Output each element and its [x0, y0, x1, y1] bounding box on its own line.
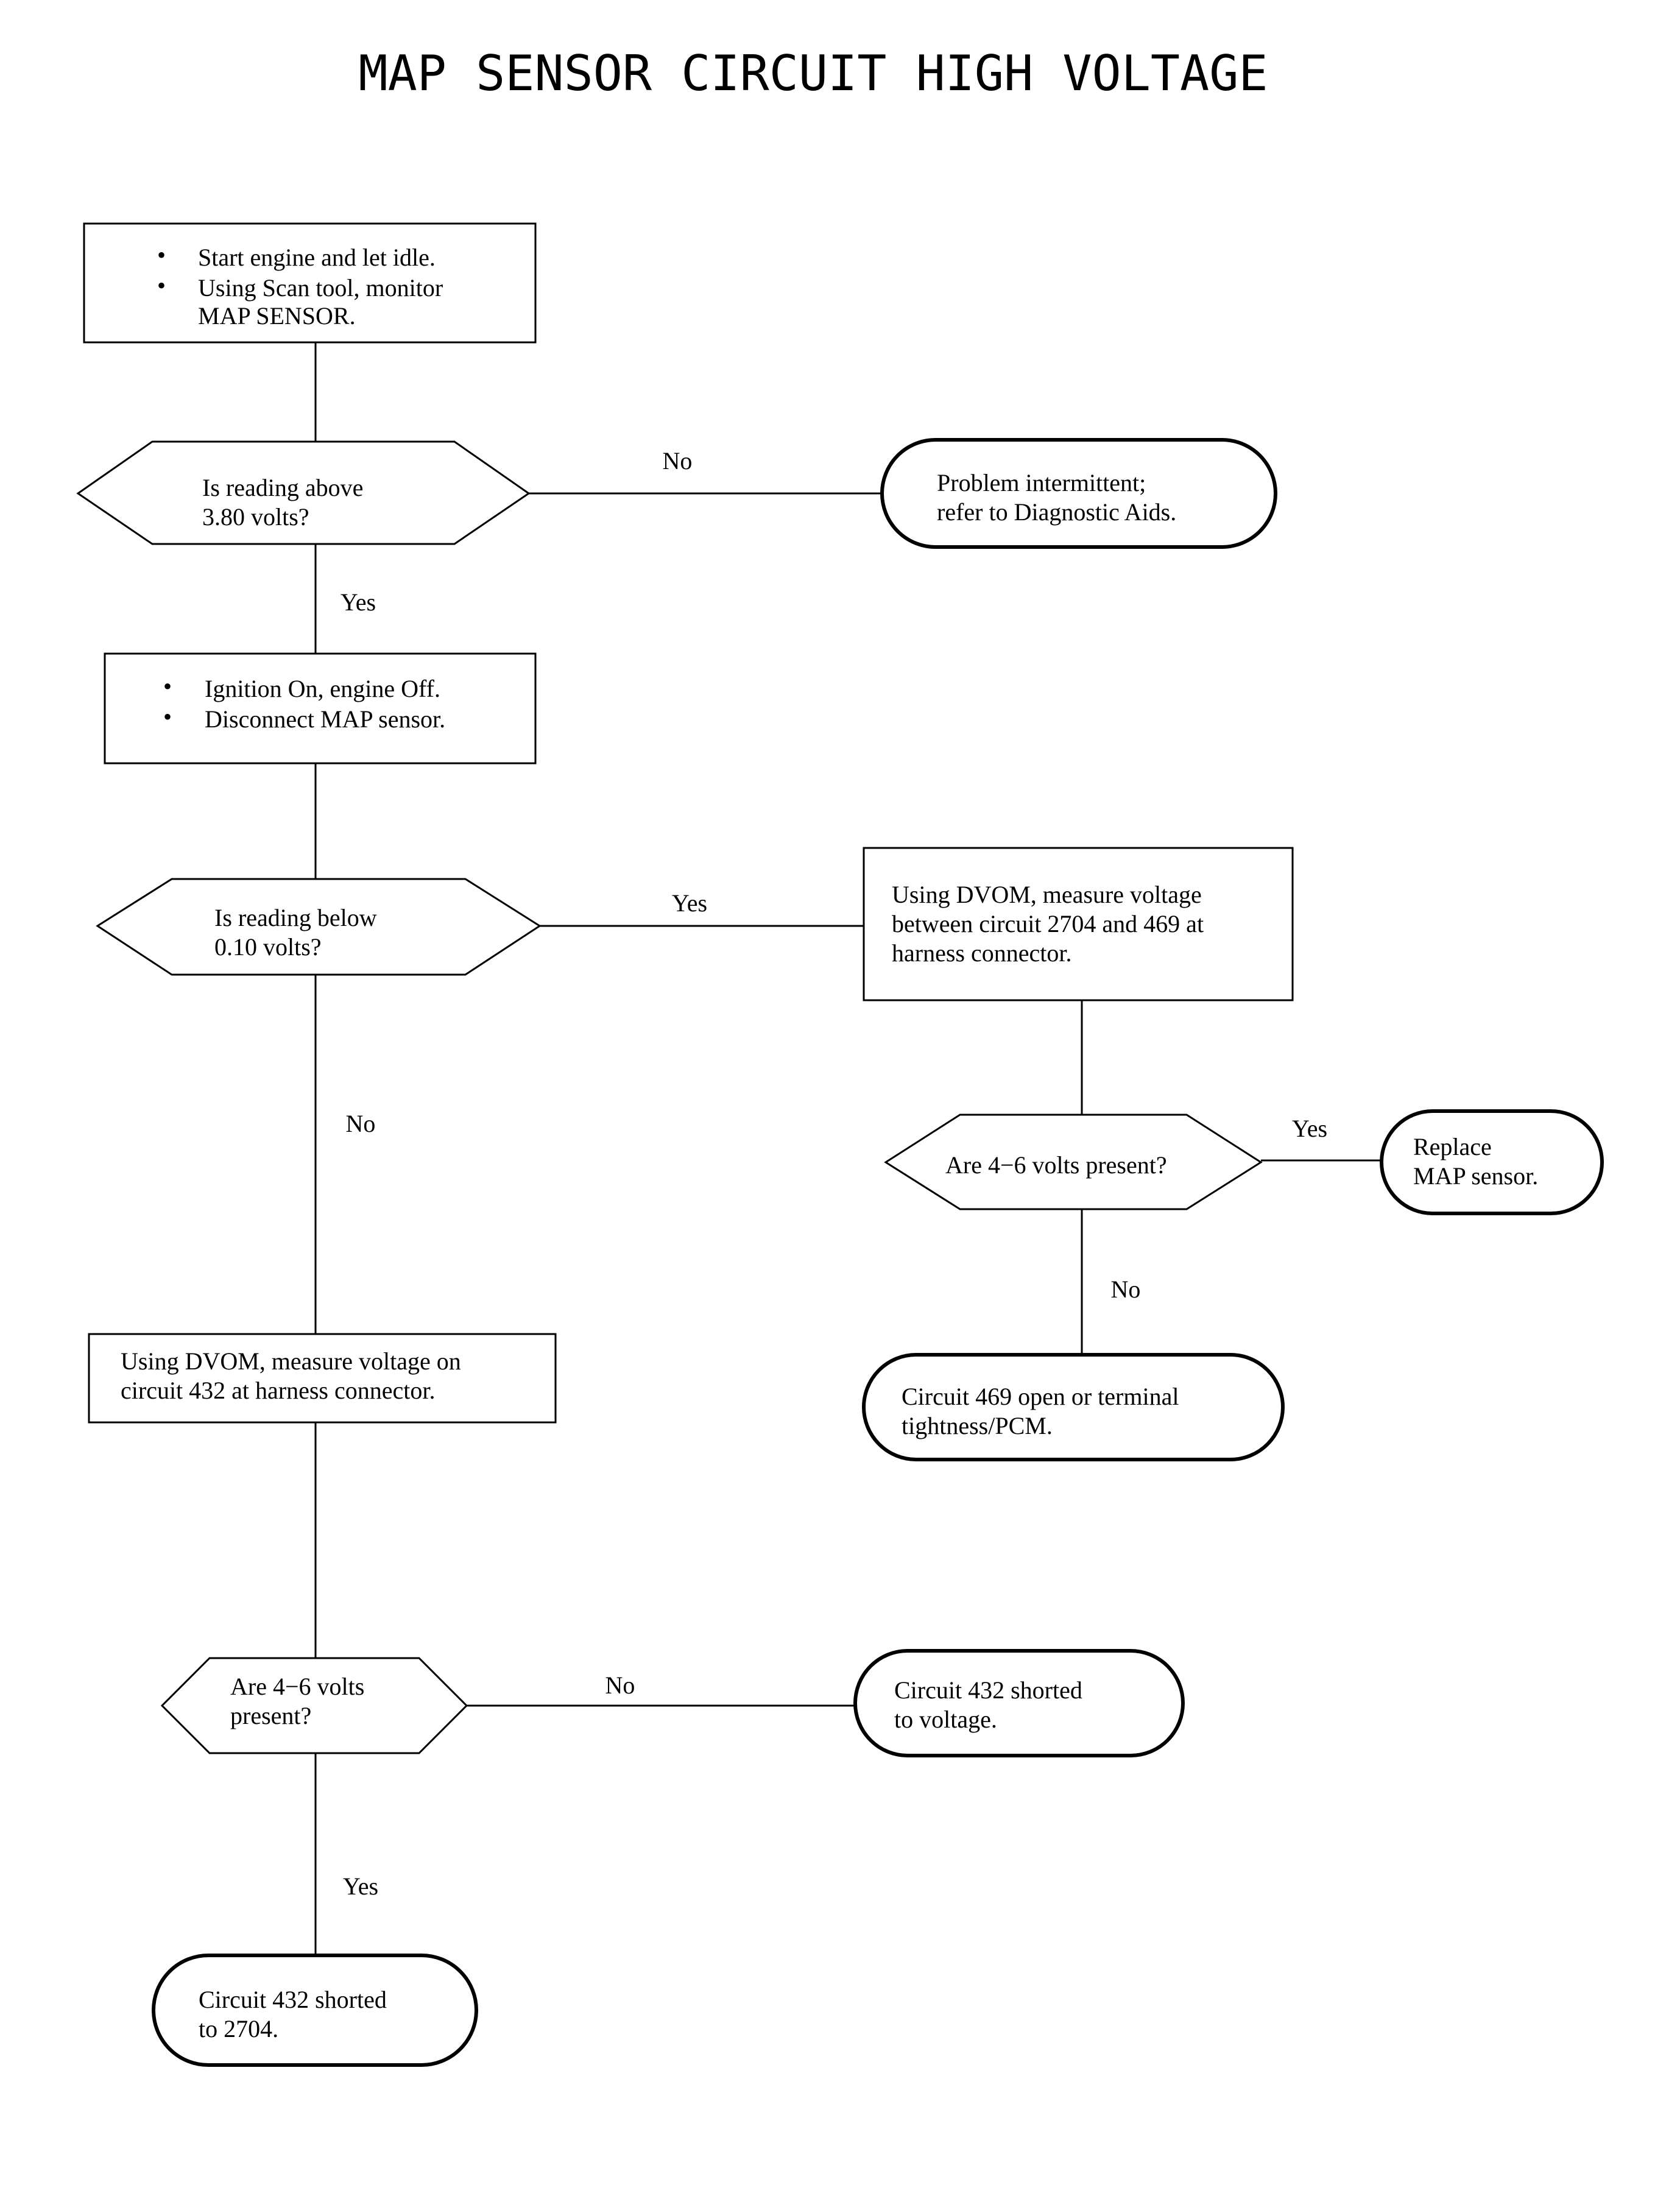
terminal-text-line: MAP sensor.	[1413, 1162, 1538, 1190]
decision-4-6-volts-present-2: Are 4−6 volts present?	[160, 1657, 468, 1754]
step-text-line: harness connector.	[892, 939, 1071, 967]
terminal-problem-intermittent: Problem intermittent; refer to Diagnosti…	[880, 438, 1277, 549]
step-text-line: between circuit 2704 and 469 at	[892, 910, 1204, 937]
step-text-line: circuit 432 at harness connector.	[121, 1377, 435, 1404]
connectors	[314, 342, 1382, 1955]
bullet-icon: •	[163, 673, 172, 700]
edge-label-d1-no: No	[663, 447, 693, 475]
bullet-icon: •	[163, 703, 172, 730]
terminal-text-line: Circuit 432 shorted	[199, 1986, 387, 2013]
terminal-text-line: to 2704.	[199, 2015, 278, 2042]
edge-label-d2-yes: Yes	[672, 889, 707, 917]
terminal-replace-map-sensor: Replace MAP sensor.	[1380, 1109, 1604, 1215]
terminal-text-line: Replace	[1413, 1133, 1492, 1160]
terminal-circuit-432-shorted-2704: Circuit 432 shorted to 2704.	[152, 1954, 478, 2067]
process-box-measure-432: Using DVOM, measure voltage on circuit 4…	[88, 1333, 557, 1424]
terminal-text-line: Circuit 469 open or terminal	[902, 1383, 1179, 1410]
step-bullet-text: Using Scan tool, monitor	[198, 274, 443, 302]
decision-text-line: 3.80 volts?	[202, 503, 309, 531]
step-text-line: Using DVOM, measure voltage on	[121, 1347, 461, 1375]
step-bullet-text: Disconnect MAP sensor.	[205, 705, 445, 733]
edge-label-d4-yes: Yes	[343, 1873, 378, 1900]
step-bullet-continuation: MAP SENSOR.	[198, 302, 356, 330]
edge-label-d3-yes: Yes	[1292, 1115, 1327, 1142]
decision-reading-below: Is reading below 0.10 volts?	[96, 878, 542, 976]
step-text-line: Using DVOM, measure voltage	[892, 881, 1202, 908]
edge-label-d1-yes: Yes	[341, 588, 376, 616]
terminal-text-line: refer to Diagnostic Aids.	[937, 498, 1176, 526]
process-box-start-engine: • Start engine and let idle. • Using Sca…	[83, 222, 537, 344]
process-box-measure-2704-469: Using DVOM, measure voltage between circ…	[863, 847, 1294, 1001]
decision-text-line: Is reading below	[214, 904, 377, 931]
decision-text-line: Are 4−6 volts	[230, 1673, 364, 1700]
process-box-ignition-on: • Ignition On, engine Off. • Disconnect …	[104, 652, 537, 764]
decision-text-line: Are 4−6 volts present?	[945, 1151, 1167, 1179]
decision-4-6-volts-present-1: Are 4−6 volts present?	[884, 1114, 1263, 1210]
decision-text-line: 0.10 volts?	[214, 933, 322, 961]
edge-label-d2-no: No	[346, 1110, 376, 1137]
terminal-circuit-469-open: Circuit 469 open or terminal tightness/P…	[862, 1353, 1285, 1461]
terminal-text-line: Problem intermittent;	[937, 469, 1146, 496]
page-title: MAP SENSOR CIRCUIT HIGH VOLTAGE	[358, 45, 1268, 102]
decision-reading-above: Is reading above 3.80 volts?	[76, 440, 531, 545]
step-bullet-text: Ignition On, engine Off.	[205, 675, 440, 702]
terminal-circuit-432-shorted-voltage: Circuit 432 shorted to voltage.	[853, 1649, 1185, 1757]
bullet-icon: •	[157, 241, 166, 269]
decision-text-line: Is reading above	[202, 474, 363, 501]
terminal-text-line: tightness/PCM.	[902, 1412, 1053, 1439]
decision-text-line: present?	[230, 1702, 311, 1729]
edge-label-d3-no: No	[1111, 1276, 1141, 1303]
terminal-text-line: Circuit 432 shorted	[894, 1676, 1082, 1704]
terminal-text-line: to voltage.	[894, 1706, 997, 1733]
step-bullet-text: Start engine and let idle.	[198, 244, 436, 271]
edge-label-d4-no: No	[605, 1672, 635, 1699]
bullet-icon: •	[157, 272, 166, 299]
